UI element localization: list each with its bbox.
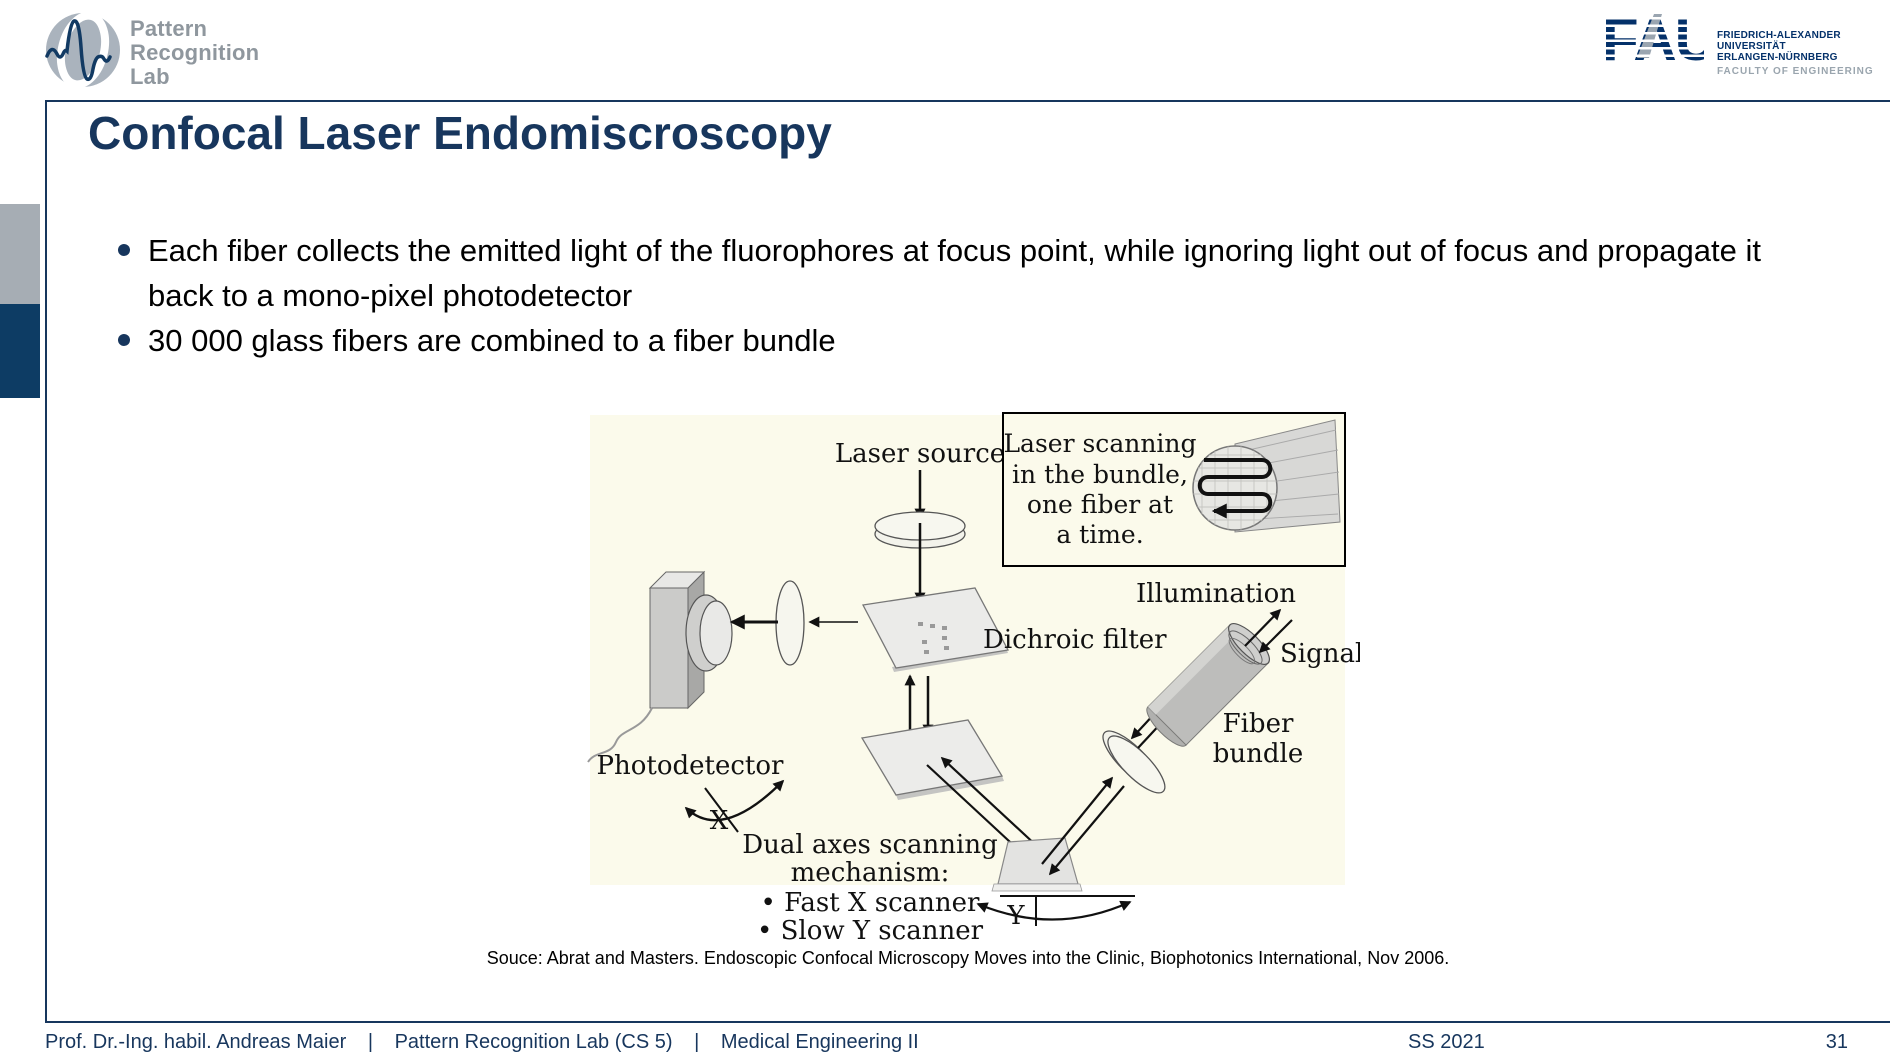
signal-label: Signal bbox=[1280, 639, 1360, 669]
bullet-item: 30 000 glass fibers are combined to a fi… bbox=[118, 318, 1798, 363]
fau-logo-text: FRIEDRICH-ALEXANDER UNIVERSITÄT ERLANGEN… bbox=[1717, 30, 1841, 63]
dichroic-filter-label: Dichroic filter bbox=[983, 625, 1167, 655]
illumination-arrow bbox=[1244, 608, 1282, 647]
fau-logo-line: FRIEDRICH-ALEXANDER bbox=[1717, 30, 1841, 41]
fau-logo-line: ERLANGEN-NÜRNBERG bbox=[1717, 52, 1838, 63]
y-rotation-arc-arrow bbox=[976, 900, 1132, 921]
y-axis-label: Y bbox=[1006, 901, 1025, 931]
fau-logo-icon: FAU bbox=[1604, 12, 1704, 68]
x-scanner-mirror bbox=[860, 719, 1004, 800]
focusing-lens bbox=[775, 580, 805, 666]
illumination-label: Illumination bbox=[1136, 579, 1296, 609]
fiber-bundle-label-line2: bundle bbox=[1213, 739, 1303, 769]
dual-axes-label-line2: mechanism: bbox=[791, 858, 950, 888]
inset-caption-line: Laser scanning bbox=[1003, 429, 1196, 458]
footer-course: Medical Engineering II bbox=[720, 1031, 919, 1053]
slow-y-scanner-label: • Slow Y scanner bbox=[757, 916, 984, 946]
footer-separator: | bbox=[367, 1031, 374, 1053]
left-accent-navy-block bbox=[0, 304, 40, 398]
prl-lab-logo-text: Pattern Recognition Lab bbox=[130, 17, 259, 89]
photodetector-lens-inner bbox=[699, 600, 733, 666]
beam-x-to-y bbox=[926, 764, 1025, 856]
footer-lab: Pattern Recognition Lab (CS 5) bbox=[394, 1031, 673, 1053]
figure-source-caption: Souce: Abrat and Masters. Endoscopic Con… bbox=[486, 948, 1450, 968]
inset-caption: Laser scanning in the bundle, one fiber … bbox=[1003, 429, 1196, 549]
inset-scan-path-arrow bbox=[1197, 458, 1273, 519]
dichroic-filter bbox=[862, 587, 1010, 672]
photodetector-label: Photodetector bbox=[597, 751, 785, 781]
prl-lab-logo-icon bbox=[45, 11, 120, 89]
x-axis-label: X bbox=[710, 806, 729, 836]
signal-arrow bbox=[1258, 619, 1293, 654]
x-rotation-arc-arrow bbox=[684, 779, 785, 822]
inset-caption-line: a time. bbox=[1056, 520, 1143, 549]
prl-logo-line: Pattern bbox=[130, 16, 208, 41]
fau-logo-line: UNIVERSITÄT bbox=[1717, 41, 1786, 52]
footer-page-number: 31 bbox=[1825, 1031, 1848, 1053]
photodetector-cable bbox=[587, 707, 653, 763]
bullet-item: Each fiber collects the emitted light of… bbox=[118, 228, 1798, 318]
inset-fiber-bundle-illustration bbox=[1192, 419, 1341, 533]
dichroic-coating-dots bbox=[918, 622, 949, 654]
footer-semester: SS 2021 bbox=[1408, 1031, 1485, 1053]
footer-info: Prof. Dr.-Ing. habil. Andreas Maier | Pa… bbox=[45, 1031, 919, 1054]
beam-y-to-lens bbox=[1041, 776, 1114, 865]
fast-x-scanner-label: • Fast X scanner bbox=[761, 888, 980, 918]
laser-source-label: Laser source bbox=[835, 439, 1005, 469]
dual-axes-label-line1: Dual axes scanning bbox=[742, 830, 997, 860]
slide-content-frame bbox=[45, 100, 1890, 1023]
fau-faculty-text: FACULTY OF ENGINEERING bbox=[1717, 66, 1874, 77]
bullet-list: Each fiber collects the emitted light of… bbox=[118, 228, 1798, 363]
photodetector bbox=[587, 570, 733, 763]
footer-author: Prof. Dr.-Ing. habil. Andreas Maier bbox=[45, 1031, 347, 1053]
page-title: Confocal Laser Endomiscroscopy bbox=[88, 107, 832, 159]
left-accent-gray-block bbox=[0, 204, 40, 304]
inset-caption-line: one fiber at bbox=[1027, 490, 1173, 519]
fiber-bundle-label-line1: Fiber bbox=[1223, 709, 1294, 739]
beam-y-to-x bbox=[940, 756, 1040, 849]
inset-caption-line: in the bundle, bbox=[1012, 460, 1188, 489]
prl-logo-line: Lab bbox=[130, 64, 170, 89]
prl-logo-line: Recognition bbox=[130, 40, 260, 65]
beam-lens-to-y bbox=[1048, 785, 1125, 876]
fiber-bundle-cylinder bbox=[1146, 623, 1270, 747]
confocal-endomicroscopy-diagram: Laser source Laser scanning in the bundl… bbox=[587, 412, 1360, 946]
footer-separator: | bbox=[694, 1031, 700, 1053]
